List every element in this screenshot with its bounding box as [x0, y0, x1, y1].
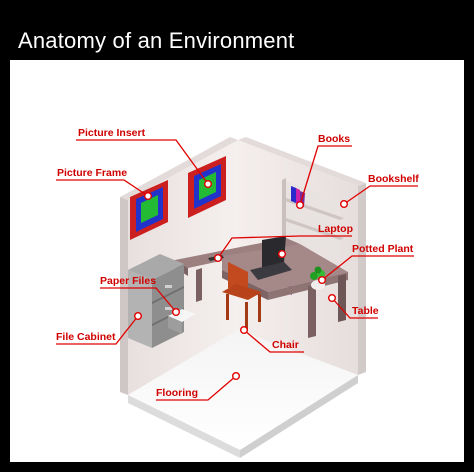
right-wall-top — [238, 137, 366, 186]
label-chair: Chair — [272, 339, 299, 351]
leader-dots — [133, 179, 349, 381]
chair-leg — [245, 302, 248, 330]
label-picture-frame: Picture Frame — [57, 167, 127, 179]
chair-leg — [226, 294, 229, 320]
chair-seat — [222, 284, 262, 300]
dot-chair — [239, 326, 248, 335]
leader-picture-frame — [56, 179, 149, 197]
leader-table — [331, 297, 378, 319]
title-bar — [10, 10, 330, 60]
left-wall-top — [120, 137, 238, 200]
open-drawer — [168, 316, 182, 334]
label-flooring: Flooring — [156, 387, 198, 399]
paper-files — [168, 309, 196, 322]
chair-leg — [258, 294, 261, 322]
cabinet-top — [128, 254, 184, 280]
leader-paper-files — [100, 287, 177, 313]
leader-laptop — [217, 235, 352, 259]
leader-picture-insert — [76, 139, 209, 185]
label-paper-files: Paper Files — [100, 275, 156, 287]
leader-bookshelf — [343, 185, 418, 205]
floor — [128, 330, 358, 450]
dot-picture-frame — [143, 191, 152, 200]
label-picture-insert: Picture Insert — [78, 127, 146, 139]
dot-books — [296, 200, 305, 209]
leader-books — [299, 145, 352, 206]
label-bookshelf: Bookshelf — [368, 173, 419, 185]
leader-lines — [56, 139, 418, 401]
left-wall-edge — [120, 197, 128, 395]
labels: Picture Insert Picture Frame Books Books… — [56, 127, 419, 399]
cabinet-drawer-line — [152, 286, 184, 304]
picture-insert-inner — [141, 195, 158, 223]
cabinet-side — [128, 270, 152, 348]
right-wall-edge — [358, 183, 366, 375]
dot-file-cabinet — [133, 312, 142, 321]
floor-front-left — [128, 395, 240, 458]
shelf-board — [282, 218, 344, 240]
floor-front-right — [240, 375, 358, 458]
cabinet-handle — [165, 285, 172, 288]
laptop-screen — [262, 236, 286, 268]
dot-laptop-2 — [213, 253, 222, 262]
dot-bookshelf — [340, 199, 349, 208]
dot-picture-insert — [203, 179, 212, 188]
bookshelf — [282, 178, 344, 295]
dot-paper-files — [171, 308, 180, 317]
label-file-cabinet: File Cabinet — [56, 331, 116, 343]
dot-table — [328, 294, 337, 303]
desk-leg — [308, 284, 316, 338]
dot-flooring — [231, 372, 240, 381]
dot-laptop — [278, 249, 287, 258]
label-books: Books — [318, 133, 350, 145]
laptop-base — [250, 262, 292, 280]
chair — [222, 262, 262, 330]
label-potted-plant: Potted Plant — [352, 243, 414, 255]
label-table: Table — [352, 305, 379, 317]
leader-flooring — [156, 375, 237, 401]
cabinet-handle — [165, 307, 172, 310]
leader-chair — [243, 329, 304, 353]
laptop — [250, 236, 292, 280]
leader-potted-plant — [321, 255, 414, 281]
dot-potted-plant — [318, 276, 327, 285]
picture-left — [130, 180, 168, 240]
plant-leaf — [310, 272, 318, 280]
plant-leaf — [314, 266, 322, 274]
page-title: Anatomy of an Environment — [18, 28, 295, 53]
shelf-side — [282, 178, 286, 242]
label-laptop: Laptop — [318, 223, 353, 235]
leader-file-cabinet — [56, 315, 139, 345]
book — [296, 188, 300, 205]
book — [291, 186, 296, 203]
desk-leg — [338, 274, 346, 322]
desk-leg — [196, 268, 202, 302]
